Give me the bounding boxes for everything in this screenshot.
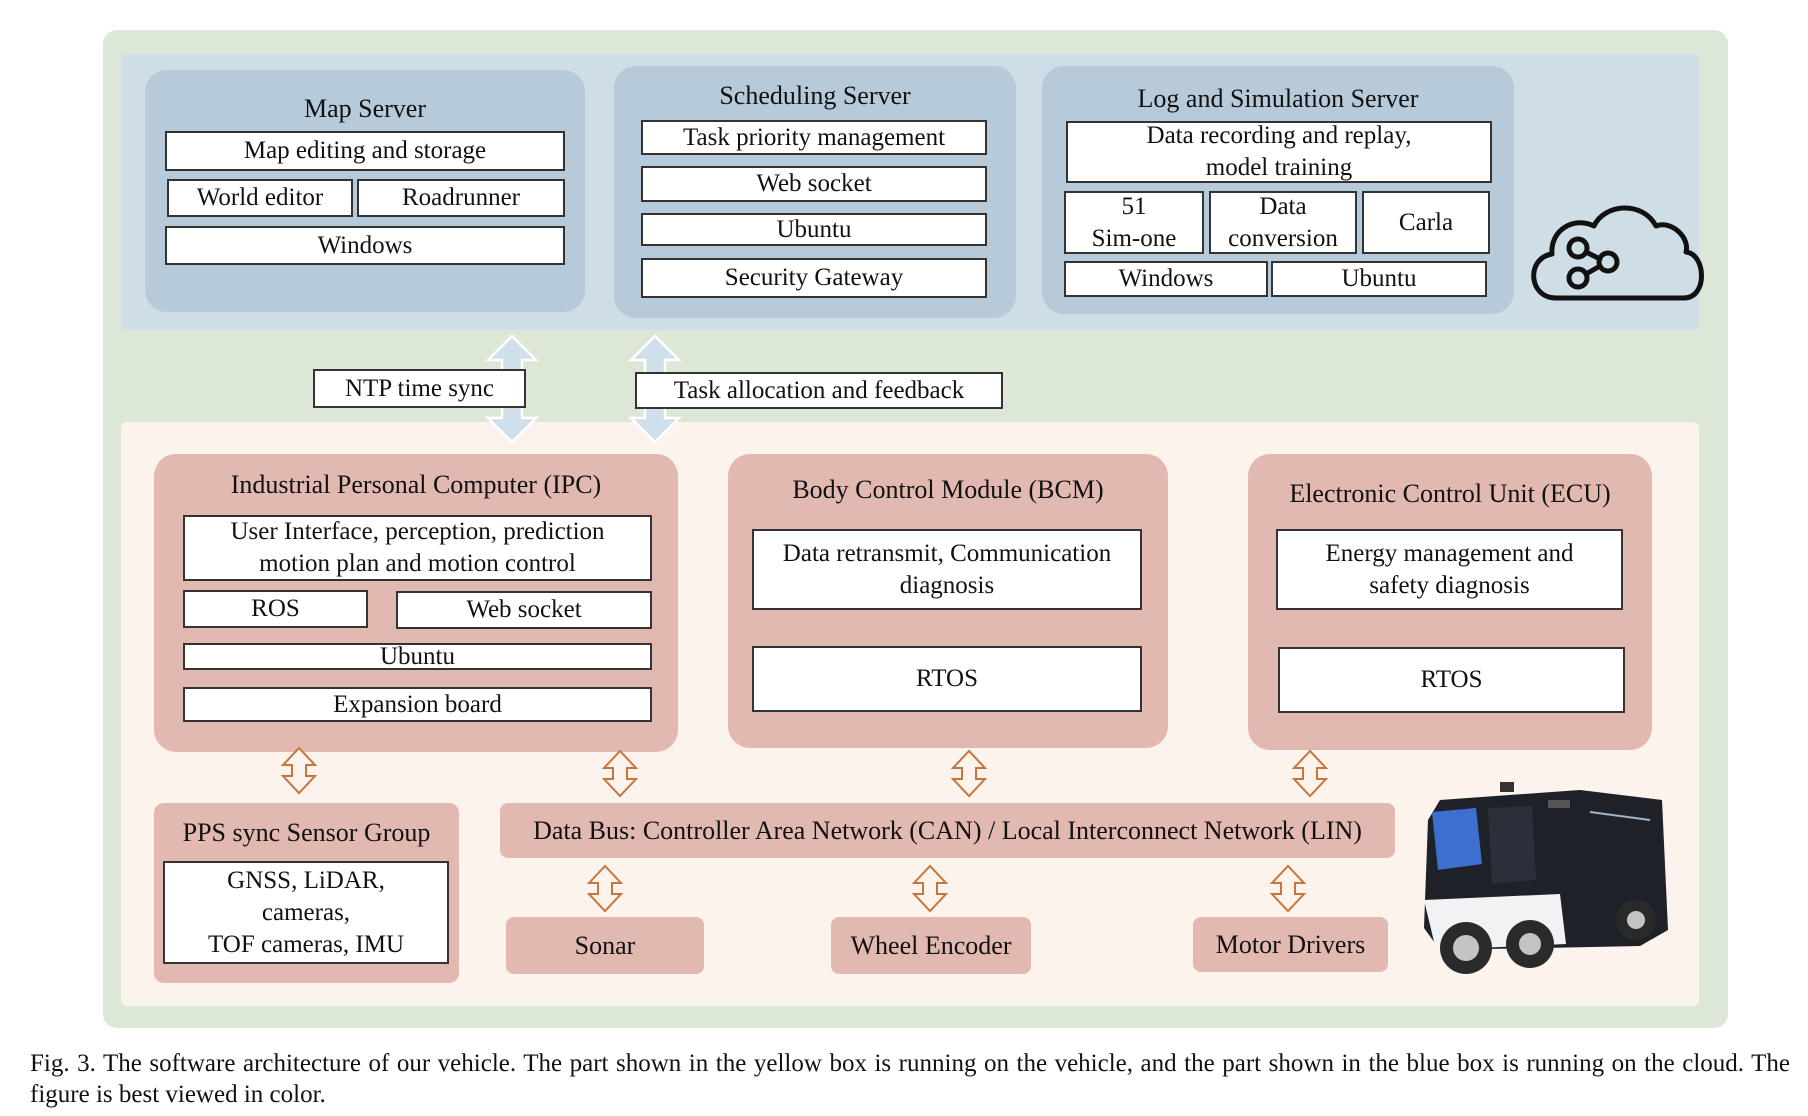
ecu-desc-line2: safety diagnosis [1369, 571, 1530, 599]
arrow-bcm-bus [950, 749, 988, 798]
bcm-rtos-box: RTOS [752, 646, 1142, 712]
sensor-group-title: PPS sync Sensor Group [182, 818, 431, 847]
ecu-title: Electronic Control Unit (ECU) [1289, 479, 1611, 508]
sensor-line2: cameras, [261, 898, 351, 926]
log-ubuntu-box: Ubuntu [1271, 261, 1487, 297]
ipc-title: Industrial Personal Computer (IPC) [230, 470, 602, 499]
scheduling-ubuntu-box: Ubuntu [641, 213, 987, 246]
sim-one-box: 51 Sim-one [1064, 191, 1204, 254]
figure-caption: Fig. 3. The software architecture of our… [30, 1050, 1790, 1108]
bcm-desc-line1: Data retransmit, Communication [782, 539, 1112, 567]
map-storage-box: Map editing and storage [165, 131, 565, 171]
sensor-line3: TOF cameras, IMU [207, 930, 405, 958]
ipc-functions-box: User Interface, perception, prediction m… [183, 515, 652, 581]
carla-box: Carla [1362, 191, 1490, 254]
sonar-box: Sonar [506, 917, 704, 974]
sensor-list-box: GNSS, LiDAR, cameras, TOF cameras, IMU [163, 861, 449, 964]
ntp-sync-label: NTP time sync [313, 369, 526, 408]
ipc-functions-line2: motion plan and motion control [259, 550, 576, 577]
bcm-title: Body Control Module (BCM) [792, 475, 1104, 504]
map-windows-box: Windows [165, 226, 565, 265]
arrow-bus-sonar [586, 864, 624, 913]
ecu-desc-box: Energy management and safety diagnosis [1276, 529, 1623, 610]
data-recording-box: Data recording and replay, model trainin… [1066, 121, 1492, 183]
map-server-title: Map Server [303, 94, 426, 123]
data-bus-bar: Data Bus: Controller Area Network (CAN) … [500, 803, 1395, 858]
data-recording-line1: Data recording and replay, [1146, 122, 1412, 149]
scheduling-websocket-box: Web socket [641, 166, 987, 202]
data-conversion-line2: conversion [1228, 224, 1338, 252]
sensor-line1: GNSS, LiDAR, [227, 866, 385, 894]
arrow-ecu-bus [1291, 749, 1329, 798]
log-windows-box: Windows [1064, 261, 1268, 297]
ipc-ubuntu-box: Ubuntu [183, 643, 652, 670]
ecu-rtos-box: RTOS [1278, 647, 1625, 713]
cloud-share-icon [1531, 205, 1704, 301]
data-conversion-box: Data conversion [1209, 191, 1357, 254]
scheduling-server-title: Scheduling Server [719, 81, 911, 110]
log-server-title: Log and Simulation Server [1137, 84, 1419, 113]
expansion-board-box: Expansion board [183, 687, 652, 722]
task-allocation-label: Task allocation and feedback [635, 372, 1003, 409]
motor-drivers-box: Motor Drivers [1193, 917, 1388, 972]
arrow-bus-motor [1269, 864, 1307, 913]
sim-one-line2: Sim-one [1091, 224, 1177, 252]
ipc-websocket-box: Web socket [396, 591, 652, 629]
world-editor-box: World editor [167, 179, 353, 217]
bcm-desc-box: Data retransmit, Communication diagnosis [752, 529, 1142, 610]
vehicle-illustration [1424, 782, 1668, 974]
ipc-functions-line1: User Interface, perception, prediction [230, 518, 605, 545]
sim-one-line1: 51 [1121, 192, 1147, 220]
vehicle-arrows [280, 746, 1329, 913]
bcm-desc-line2: diagnosis [899, 571, 995, 599]
data-conversion-line1: Data [1259, 192, 1307, 220]
data-recording-line2: model training [1205, 154, 1353, 181]
roadrunner-box: Roadrunner [357, 179, 565, 217]
wheel-encoder-box: Wheel Encoder [831, 917, 1031, 974]
arrow-ipc-bus [601, 749, 639, 798]
task-priority-box: Task priority management [641, 120, 987, 155]
arrow-ipc-sensor [280, 746, 318, 795]
ecu-desc-line1: Energy management and [1325, 539, 1574, 567]
security-gateway-box: Security Gateway [641, 258, 987, 298]
ros-box: ROS [183, 590, 368, 628]
arrow-bus-encoder [911, 864, 949, 913]
